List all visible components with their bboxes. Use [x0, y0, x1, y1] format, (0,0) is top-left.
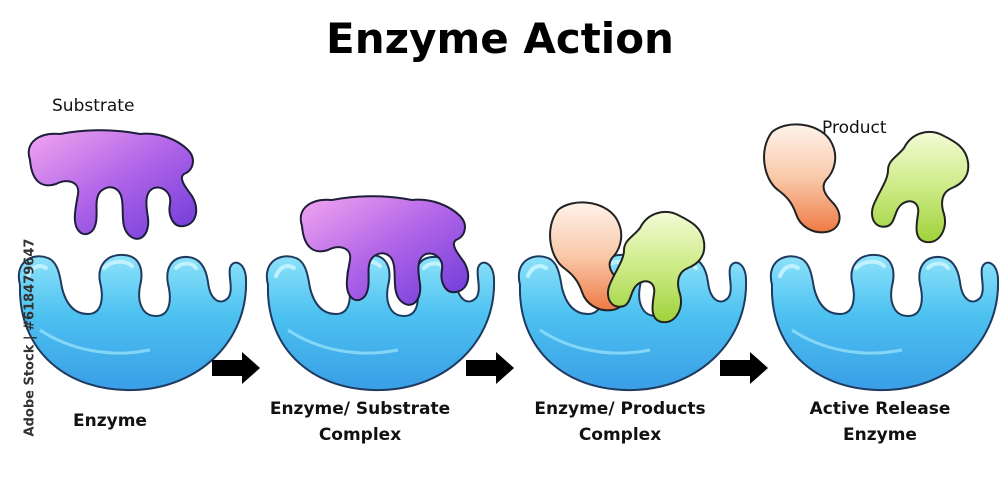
right-arrow-icon [212, 352, 260, 384]
substrate-label: Substrate [52, 96, 135, 116]
substrate-shape [299, 195, 470, 306]
stage-label-line: Enzyme [843, 425, 917, 445]
product-shape [870, 131, 970, 244]
right-arrow-icon [466, 352, 514, 384]
right-arrow-icon [720, 352, 768, 384]
enzyme-shape [768, 252, 1000, 393]
stage-label-enzyme: Enzyme [0, 408, 220, 434]
stage-label-line: Enzyme [73, 411, 147, 431]
product-label: Product [822, 118, 887, 138]
stage-label-enzyme-products-complex: Enzyme/ Products Complex [510, 396, 730, 448]
stage-label-line: Enzyme/ Substrate [269, 399, 451, 419]
stage-label-enzyme-substrate-complex: Enzyme/ Substrate Complex [250, 396, 470, 448]
stage-label-line: Active Release [809, 399, 951, 419]
substrate-shape [27, 129, 198, 240]
stage-label-line: Enzyme/ Products [534, 399, 706, 419]
stage-label-line: Complex [318, 425, 402, 445]
stage-label-active-release-enzyme: Active Release Enzyme [770, 396, 990, 448]
enzyme-shape [16, 252, 249, 393]
product-shape [763, 123, 841, 234]
stage-label-line: Complex [578, 425, 662, 445]
diagram-title: Enzyme Action [326, 14, 674, 63]
watermark-text: Adobe Stock | #618479647 [22, 238, 38, 437]
